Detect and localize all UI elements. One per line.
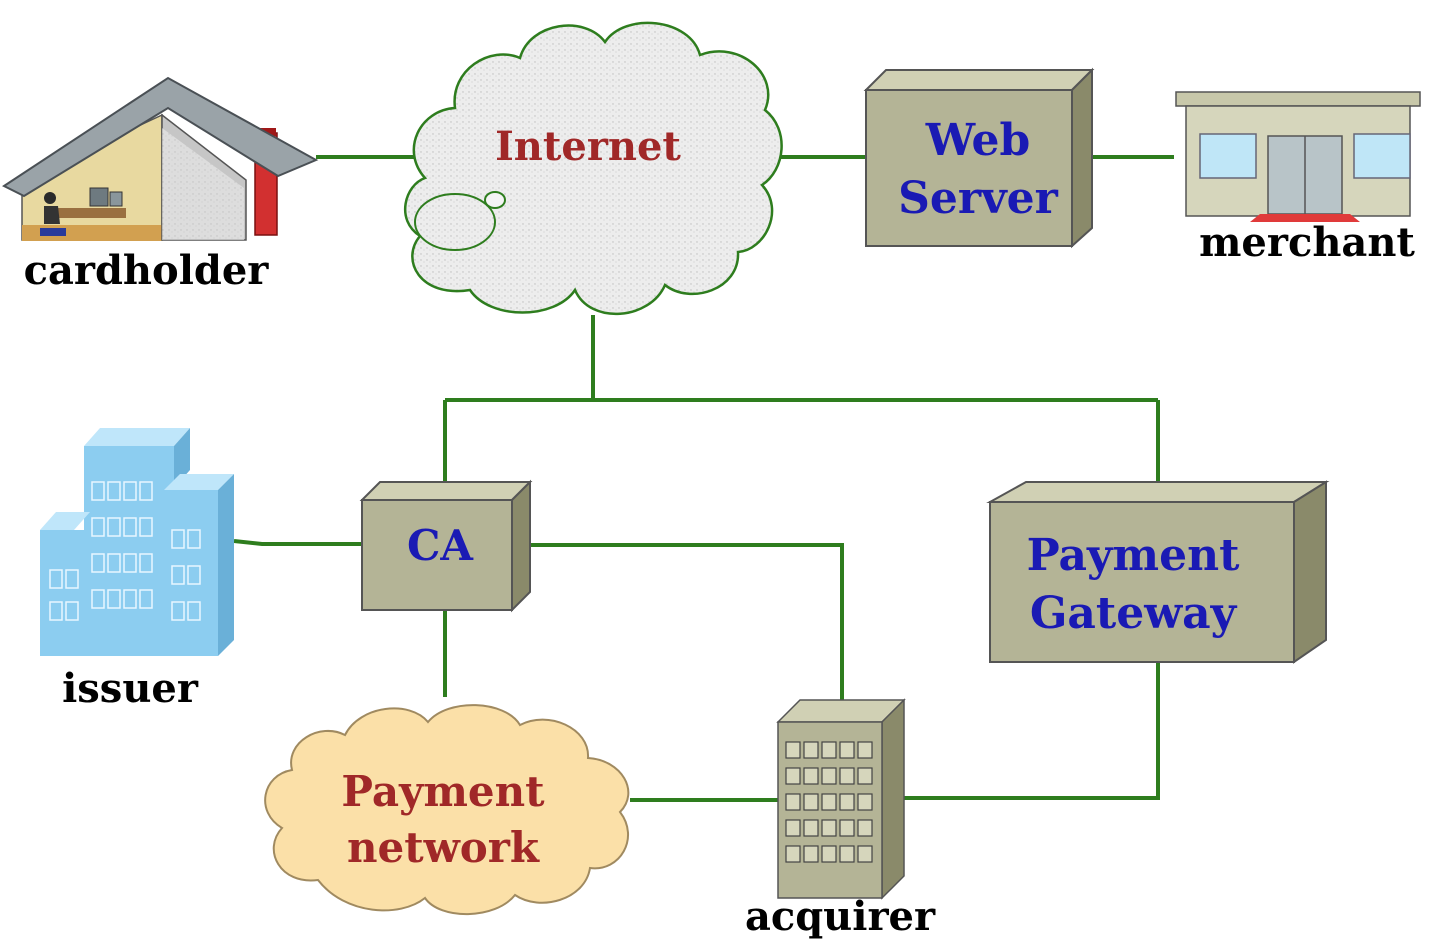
acquirer-label: acquirer bbox=[745, 893, 936, 940]
link-ca-acquirer bbox=[528, 543, 844, 702]
payment-network-label-line1: Payment bbox=[341, 767, 545, 816]
cardholder-label: cardholder bbox=[24, 247, 270, 294]
payment-gateway-label-line2: Gateway bbox=[1030, 588, 1238, 639]
link-issuer-ca bbox=[233, 539, 362, 546]
issuer-label: issuer bbox=[62, 665, 199, 712]
web-server-box-icon bbox=[863, 67, 1095, 249]
web-server-label-line2: Server bbox=[898, 173, 1059, 224]
connections bbox=[233, 155, 1174, 802]
payment-network-label-line2: network bbox=[347, 823, 540, 872]
internet-label: Internet bbox=[495, 123, 681, 170]
office-building-icon bbox=[40, 428, 234, 656]
web-server-label-line1: Web bbox=[925, 115, 1031, 166]
link-acquirer-gateway bbox=[902, 660, 1160, 800]
ca-label: CA bbox=[407, 521, 474, 570]
ca-box-icon bbox=[359, 479, 533, 613]
house-icon bbox=[2, 76, 319, 241]
payment-network-cloud-icon bbox=[264, 704, 630, 916]
merchant-label: merchant bbox=[1199, 219, 1415, 266]
payment-gateway-box-icon bbox=[986, 480, 1330, 664]
storefront-icon bbox=[1175, 91, 1421, 222]
internet-cloud-icon bbox=[403, 21, 783, 315]
payment-gateway-label-line1: Payment bbox=[1027, 530, 1241, 581]
tower-building-icon bbox=[776, 698, 906, 900]
